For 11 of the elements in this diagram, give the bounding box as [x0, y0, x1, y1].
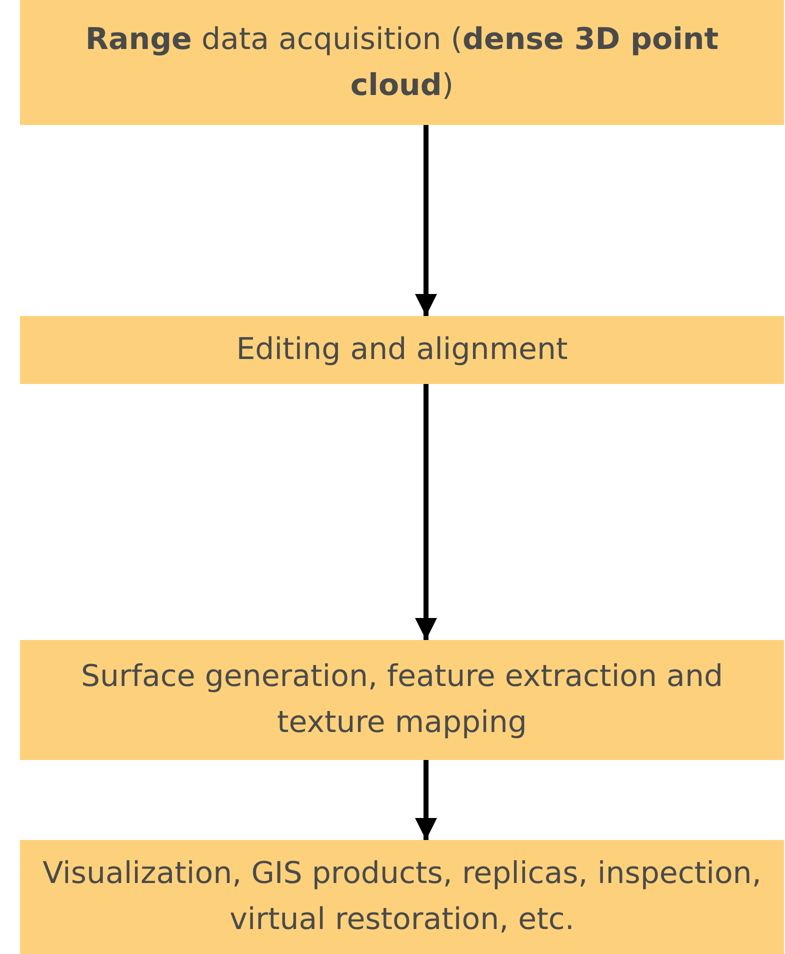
arrow [415, 384, 437, 640]
process-box [20, 840, 784, 954]
arrow [415, 125, 437, 316]
box-label: Surface generation, feature extraction and texture mapping [80, 658, 724, 742]
process-box [20, 0, 784, 125]
process-box [20, 316, 784, 384]
box-label: Editing and alignment [236, 331, 568, 369]
arrow [415, 760, 437, 840]
box-label: Visualization, GIS products, replicas, inspection, virtual restoration, etc. [42, 855, 762, 939]
box-label: Range data acquisition (dense 3D point cloud) [84, 20, 720, 104]
process-box [20, 640, 784, 760]
